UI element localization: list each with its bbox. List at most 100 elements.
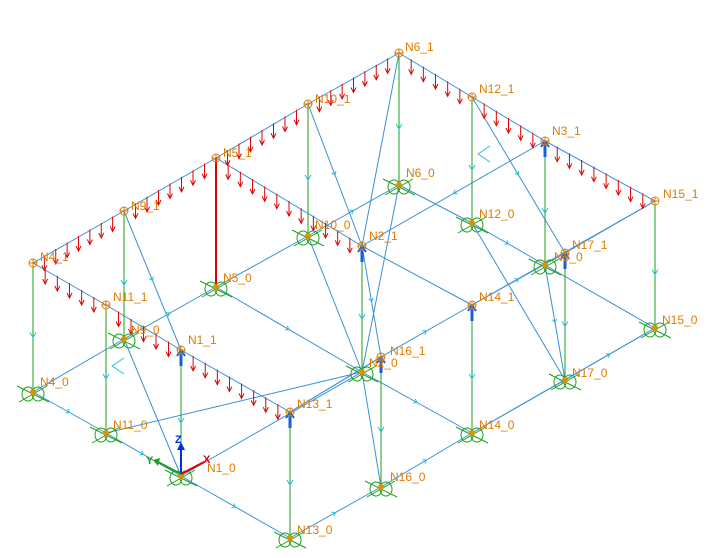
support-node-dot (562, 377, 568, 383)
node-n5-1[interactable]: N5_1 (211, 146, 252, 163)
node-n13-0[interactable]: N13_0 (297, 523, 333, 537)
load-arrowhead-icon (115, 321, 122, 328)
support-icon[interactable] (107, 332, 141, 350)
load-arrowhead-icon (282, 126, 288, 133)
support-icon[interactable] (89, 426, 123, 444)
support-node-dot (542, 262, 548, 268)
load-arrowhead-icon (293, 119, 300, 126)
support-icon[interactable] (382, 178, 416, 196)
support-icon[interactable] (164, 469, 198, 487)
node-n3-1[interactable]: N3_1 (540, 124, 581, 146)
support-icon[interactable] (199, 280, 233, 298)
node-label: N14_0 (479, 418, 515, 432)
beam-direction-arrow-icon (452, 189, 458, 195)
node-n2-0[interactable]: N2_0 (369, 356, 398, 370)
beam-line[interactable] (289, 356, 382, 413)
beam-line[interactable] (180, 349, 291, 413)
support-icon[interactable] (528, 258, 562, 276)
beam-line[interactable] (105, 371, 363, 434)
load-arrowhead-icon (420, 76, 427, 83)
node-n16-0[interactable]: N16_0 (390, 470, 426, 484)
node-n1-1[interactable]: N1_1 (176, 333, 217, 355)
beam-line[interactable] (544, 140, 656, 202)
node-n11-1[interactable]: N11_1 (101, 290, 148, 310)
column-direction-arrow-icon (651, 269, 659, 276)
node-n9-1[interactable]: N9_1 (119, 199, 160, 216)
node-label: N17_1 (572, 238, 608, 252)
support-icon[interactable] (16, 385, 50, 403)
support-icon[interactable] (638, 321, 672, 339)
load-arrowhead-icon (144, 206, 150, 213)
support-node-dot (469, 430, 475, 436)
load-arrowhead-icon (75, 245, 82, 253)
load-arrowhead-icon (517, 135, 524, 142)
support-node-dot (305, 233, 311, 239)
beam-line[interactable] (361, 245, 473, 306)
beam-line[interactable] (471, 222, 566, 381)
node-n6-0[interactable]: N6_0 (406, 166, 435, 180)
node-n11-0[interactable]: N11_0 (113, 418, 148, 432)
beam-line[interactable] (215, 235, 309, 288)
node-n1-0[interactable]: N1_0 (207, 461, 236, 475)
beam-line[interactable] (471, 379, 566, 434)
load-arrowhead-icon (167, 193, 173, 200)
column-direction-arrow-icon (120, 279, 128, 286)
beam-line[interactable] (361, 371, 382, 488)
node-n15-0[interactable]: N15_0 (662, 313, 698, 327)
load-arrowhead-icon (346, 247, 353, 254)
node-n6-1[interactable]: N6_1 (394, 40, 434, 58)
node-n12-1[interactable]: N12_1 (467, 82, 515, 102)
beam-line[interactable] (123, 338, 182, 477)
load-arrowhead-icon (603, 183, 610, 190)
beam-line[interactable] (307, 235, 363, 373)
node-label: N4_0 (40, 375, 69, 389)
node-n17-0[interactable]: N17_0 (572, 366, 608, 380)
support-icon[interactable] (455, 216, 489, 234)
node-n15-1[interactable]: N15_1 (650, 187, 699, 206)
beam-direction-arrow-icon (514, 278, 520, 283)
beam-line[interactable] (361, 184, 400, 373)
beam-line[interactable] (544, 264, 656, 329)
node-n12-0[interactable]: N12_0 (479, 207, 515, 221)
node-label: N5_1 (223, 146, 252, 160)
beam-line[interactable] (398, 184, 473, 224)
support-icon[interactable] (364, 480, 398, 498)
support-icon[interactable] (291, 229, 325, 247)
node-label: N2_1 (369, 229, 398, 243)
beam-direction-arrow-icon (331, 511, 337, 517)
node-n9-0[interactable]: N9_0 (131, 323, 160, 337)
node-n17-1[interactable]: N17_1 (560, 238, 608, 258)
node-n5-0[interactable]: N5_0 (223, 271, 252, 285)
beam-line[interactable] (180, 371, 363, 477)
node-n13-1[interactable]: N13_1 (285, 397, 333, 417)
node-n10-1[interactable]: N10_1 (303, 92, 351, 109)
column-direction-arrow-icon (468, 373, 476, 380)
load-arrowhead-icon (190, 180, 196, 187)
node-n2-1[interactable]: N2_1 (357, 229, 398, 251)
load-arrowhead-icon (493, 120, 500, 127)
load-arrowhead-icon (481, 113, 488, 120)
node-n4-1[interactable]: N4_1 (28, 250, 69, 268)
support-icon[interactable] (345, 365, 379, 383)
beam-direction-arrow-icon (514, 170, 520, 176)
support-icon[interactable] (273, 531, 307, 549)
load-arrowhead-icon (373, 74, 380, 81)
node-n10-0[interactable]: N10_0 (315, 218, 351, 232)
load-arrowhead-icon (270, 133, 277, 140)
node-n14-1[interactable]: N14_1 (467, 290, 515, 310)
load-arrowhead-icon (327, 100, 334, 107)
load-arrowhead-icon (90, 306, 97, 314)
node-n14-0[interactable]: N14_0 (479, 418, 515, 432)
node-n4-0[interactable]: N4_0 (40, 375, 69, 389)
column-direction-arrow-icon (358, 313, 366, 320)
beam-line[interactable] (361, 52, 400, 247)
beam-line[interactable] (564, 200, 656, 254)
support-icon[interactable] (455, 426, 489, 444)
beam-line[interactable] (32, 338, 125, 393)
support-icon[interactable] (548, 373, 582, 391)
load-arrowhead-icon (444, 91, 451, 98)
columns-layer (32, 53, 656, 538)
node-n16-1[interactable]: N16_1 (376, 344, 426, 362)
node-n3-0[interactable]: N3_0 (554, 250, 583, 264)
